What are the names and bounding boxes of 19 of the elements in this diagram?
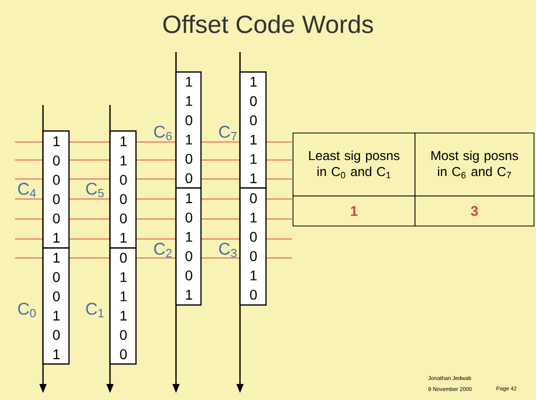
codeword-name: C$_{0}$ (18, 302, 36, 318)
code-word-box: 1 1 0 0 0 1 (109, 130, 137, 249)
codeword-name: C$_{3}$ (219, 242, 237, 258)
table-cell: 1 (292, 196, 416, 226)
codeword-name: C$_{1}$ (86, 302, 104, 318)
code-word-box: 0 1 1 1 0 0 (109, 247, 137, 365)
code-word-box: 1 0 0 1 0 1 (42, 247, 70, 365)
code-word-box: 1 0 0 1 1 1 (239, 71, 267, 189)
title: Offset Code Words (163, 14, 373, 34)
codeword-name: C$_{6}$ (154, 126, 172, 140)
codeword-name: C$_{4}$ (18, 182, 36, 198)
table-cell: 3 (414, 196, 534, 226)
codeword-name: C$_{2}$ (154, 242, 172, 258)
code-word-box: 0 1 0 0 1 0 (239, 187, 267, 306)
codeword-name: C$_{5}$ (86, 182, 104, 198)
code-word-box: 1 0 1 0 0 1 (175, 187, 202, 306)
codeword-name: C$_{7}$ (219, 126, 237, 140)
code-word-box: 1 1 0 1 0 0 (175, 71, 202, 189)
code-word-box: 1 0 0 0 0 1 (42, 130, 70, 249)
